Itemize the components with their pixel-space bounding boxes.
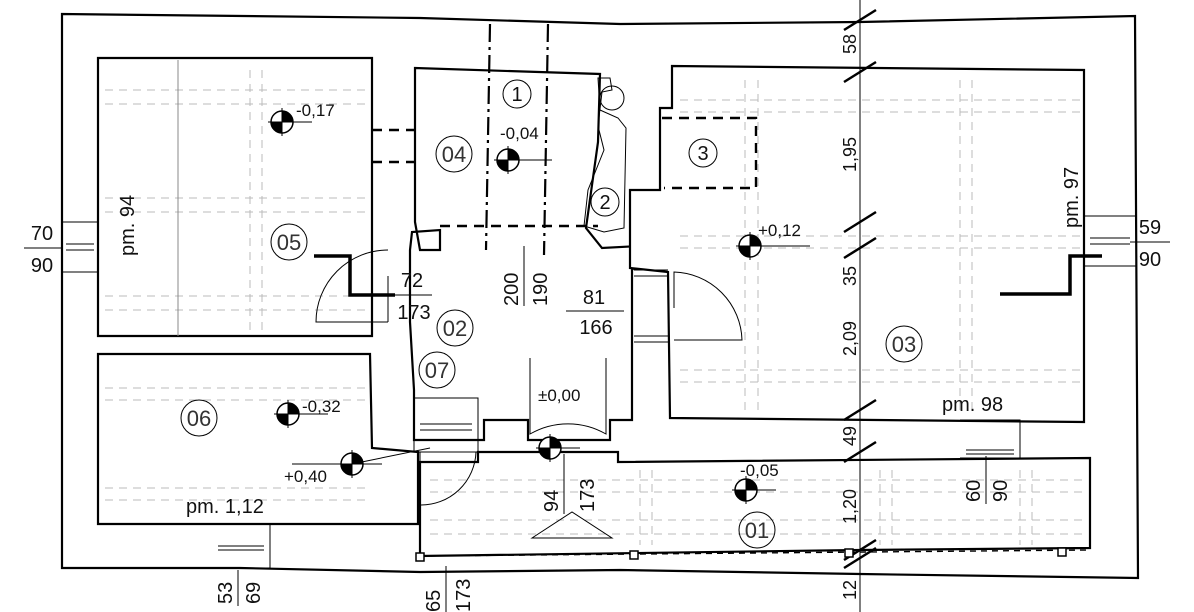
marker-1: 1	[511, 84, 522, 106]
room-label-02: 02	[443, 316, 467, 341]
stair-block	[413, 397, 479, 453]
dim-label: 1,20	[840, 489, 860, 524]
windows	[62, 215, 1137, 569]
opening-height: 190	[530, 273, 552, 306]
opening-width: 81	[583, 287, 605, 309]
axis-line	[484, 23, 550, 256]
dim-label: 35	[840, 266, 860, 286]
room-label-05: 05	[277, 230, 301, 255]
door-swing	[673, 271, 743, 341]
opening-width: 200	[501, 273, 523, 306]
wall-section	[314, 254, 395, 297]
dim-label: 2,09	[840, 321, 860, 356]
wall-section	[1000, 254, 1102, 296]
numbered-markers: 1 2 3	[502, 79, 718, 217]
opening-height: 69	[243, 582, 265, 604]
dim-label: 1,95	[840, 137, 860, 172]
entrance-arrow	[530, 511, 614, 539]
room-label-06: 06	[187, 406, 211, 431]
chimney-flue	[599, 85, 625, 111]
room-03-outline	[628, 64, 1086, 424]
door-frame	[634, 269, 668, 343]
stair-line	[420, 423, 472, 431]
opening-width: 94	[541, 490, 563, 512]
room-label-07: 07	[425, 358, 449, 383]
opening-height: 90	[31, 255, 53, 277]
area-label: pm. 1,12	[186, 496, 264, 518]
hidden-lines	[105, 60, 1085, 545]
opening-width: 60	[963, 480, 985, 502]
post-markers	[415, 547, 1067, 562]
level-labels: -0,17 -0,04 +0,12 ±0,00 -0,32 +0,40 -0,0…	[284, 101, 801, 486]
opening-width: 70	[31, 223, 53, 245]
opening-height: 173	[577, 479, 599, 512]
dim-label: 58	[840, 34, 860, 54]
opening-height: 173	[453, 579, 475, 612]
area-label: pm. 98	[942, 394, 1003, 416]
opening-height: 166	[579, 317, 612, 339]
dashed-outline	[372, 128, 415, 164]
dim-label: 49	[840, 426, 860, 446]
room-label-04: 04	[442, 142, 466, 167]
inner-wall-outline	[96, 56, 374, 338]
room-04-outline	[408, 66, 642, 442]
marker-3: 3	[697, 143, 708, 165]
opening-width: 72	[401, 270, 423, 292]
dimension-labels: 58 1,95 35 2,09 49 1,20 12	[840, 34, 860, 600]
area-label: pm. 94	[117, 195, 139, 256]
opening-width: 65	[423, 590, 445, 612]
opening-height: 90	[1139, 249, 1161, 271]
opening-labels: 70 90 59 90 72 173 200 190 81 166 94 173…	[24, 217, 1170, 612]
level-label: +0,40	[284, 467, 327, 486]
opening-width: 53	[215, 582, 237, 604]
level-label: +0,12	[758, 221, 801, 240]
door-swing	[529, 358, 607, 435]
dimension-ticks	[843, 8, 877, 570]
area-label: pm. 97	[1061, 167, 1083, 228]
room-labels: 05 04 02 07 03 06 01	[180, 135, 923, 549]
corridor-01-outline	[418, 450, 1092, 558]
stove-outline	[662, 116, 758, 190]
dim-label: 12	[840, 580, 860, 600]
marker-2: 2	[599, 192, 610, 214]
level-label: -0,17	[296, 101, 335, 120]
door-swing	[419, 451, 477, 506]
opening-width: 59	[1139, 217, 1161, 239]
level-label: ±0,00	[538, 386, 580, 405]
room-label-01: 01	[745, 518, 769, 543]
threshold-line	[419, 549, 1091, 557]
opening-height: 90	[990, 480, 1012, 502]
level-label: -0,32	[302, 397, 341, 416]
door-swing	[315, 249, 389, 323]
level-label: -0,04	[500, 124, 539, 143]
level-symbols	[268, 108, 810, 504]
room-label-03: 03	[892, 332, 916, 357]
opening-height: 173	[397, 302, 430, 324]
level-label: -0,05	[740, 461, 779, 480]
chimney	[583, 77, 627, 233]
